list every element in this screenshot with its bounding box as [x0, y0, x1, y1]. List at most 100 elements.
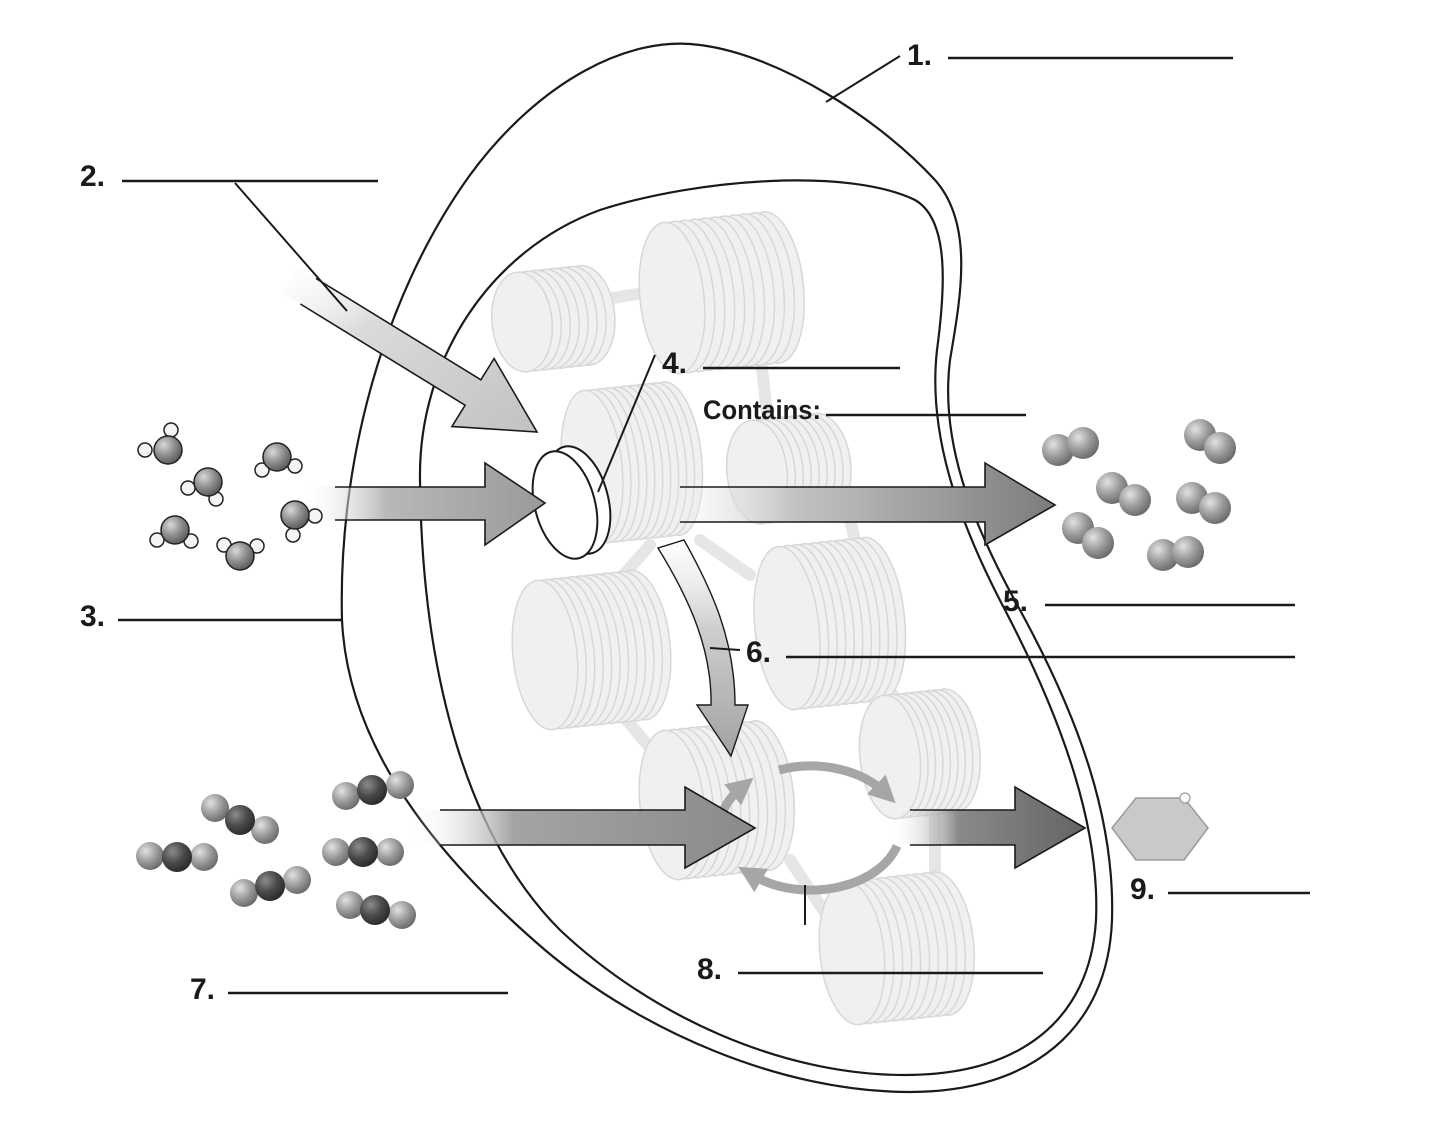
hydrogen-atom — [254, 462, 270, 478]
label-contains: Contains: — [703, 395, 1026, 425]
label-9: 9. — [1130, 873, 1310, 906]
carbon-dioxide-molecule — [136, 842, 218, 872]
label-2: 2. — [80, 160, 378, 193]
water-molecule — [254, 442, 303, 478]
oxygen-molecule — [1176, 482, 1231, 524]
oxygen-atom — [262, 442, 292, 472]
oxygen-atom — [230, 879, 258, 907]
oxygen-molecule — [1184, 419, 1236, 464]
oxygen-atom — [280, 500, 310, 530]
granum-stack — [511, 569, 672, 731]
thylakoid-disk — [531, 445, 612, 560]
oxygen-atom — [193, 467, 223, 497]
label-7-number: 7. — [190, 973, 215, 1006]
oxygen-output-arrow — [650, 461, 1057, 547]
sugar-output-arrow-outline — [910, 785, 1087, 870]
hydrogen-atom — [149, 532, 165, 548]
label-9-number: 9. — [1130, 873, 1155, 906]
oxygen-atom — [388, 901, 416, 929]
carbon-dioxide-molecule — [336, 891, 416, 929]
inner-membrane — [418, 179, 1098, 1077]
carbon-atom — [255, 871, 285, 901]
leader-line-1 — [825, 55, 901, 103]
granum-stack — [858, 688, 981, 820]
oxygen-output-arrow-body — [650, 463, 1055, 545]
oxygen-atom — [1199, 492, 1231, 524]
hydrogen-atom — [137, 442, 153, 458]
oxygen-atom — [136, 842, 164, 870]
label-1: 1. — [907, 39, 1233, 72]
granum-stack — [753, 536, 907, 711]
oxygen-atom — [225, 541, 255, 571]
leader-line-2 — [234, 182, 348, 312]
carbon-atom — [357, 775, 387, 805]
oxygen-atom — [251, 816, 279, 844]
oxygen-atom — [1067, 427, 1099, 459]
cycle-arrow-bottom — [738, 844, 902, 895]
label-4-number: 4. — [662, 347, 687, 380]
oxygen-atom — [1042, 434, 1074, 466]
thylakoid-disk-faint — [638, 221, 706, 375]
carbon-dioxide-molecule — [201, 794, 279, 844]
label-7: 7. — [190, 973, 508, 1006]
hydrogen-atom — [163, 422, 179, 438]
carbon-atom — [348, 837, 378, 867]
oxygen-atom — [190, 843, 218, 871]
water-molecule — [180, 467, 224, 507]
leader-line-6 — [709, 647, 741, 651]
hydrogen-atom — [307, 508, 323, 524]
oxygen-atom — [283, 866, 311, 894]
oxygen-atom — [1082, 527, 1114, 559]
label-6: 6. — [746, 636, 1295, 669]
granum-stack — [638, 211, 806, 375]
sugar-output-arrow-body — [890, 787, 1085, 868]
hydrogen-atom — [180, 480, 196, 496]
hydrogen-atom — [285, 527, 301, 543]
contains-label: Contains: — [703, 395, 821, 425]
label-8-number: 8. — [697, 953, 722, 986]
oxygen-atom — [322, 838, 350, 866]
outer-membrane — [340, 42, 1114, 1094]
granum-stack — [638, 720, 796, 881]
label-4: 4. — [662, 347, 900, 380]
water-molecule — [280, 500, 323, 543]
thylakoid-disk-faint — [511, 579, 579, 731]
granum-stack — [490, 264, 616, 373]
water-molecules — [137, 422, 323, 571]
label-3: 3. — [80, 600, 343, 633]
label-5-number: 5. — [1003, 585, 1028, 618]
cycle-arrow-top — [777, 761, 896, 804]
label-3-number: 3. — [80, 600, 105, 633]
sugar-output-arrow — [890, 785, 1087, 870]
carbon-dioxide-molecule — [322, 837, 404, 867]
sugar-hexagon-shape — [1111, 797, 1209, 861]
oxygen-atom — [1147, 539, 1179, 571]
stroma-lamella — [694, 534, 756, 581]
oxygen-atom — [201, 794, 229, 822]
carbon-atom — [225, 805, 255, 835]
energy-transfer-arrow — [656, 539, 749, 758]
oxygen-atom — [1204, 432, 1236, 464]
oxygen-atom — [1172, 536, 1204, 568]
label-2-number: 2. — [80, 160, 105, 193]
sugar-hexagon — [1111, 792, 1209, 861]
oxygen-molecule — [1096, 472, 1151, 516]
label-5: 5. — [1003, 585, 1295, 618]
sugar-hexagon-dot — [1179, 792, 1191, 804]
carbon-dioxide-molecules — [136, 771, 416, 929]
oxygen-atom — [153, 435, 183, 465]
water-molecule — [137, 422, 183, 465]
oxygen-molecule — [1062, 512, 1114, 559]
oxygen-atom — [160, 515, 190, 545]
label-6-number: 6. — [746, 636, 771, 669]
oxygen-molecule — [1042, 427, 1099, 466]
thylakoid-disk-faint — [753, 545, 821, 711]
water-molecule — [216, 537, 265, 571]
co2-input-arrow-outline — [440, 785, 757, 870]
energy-transfer-arrow-body — [656, 539, 749, 758]
carbon-atom — [360, 895, 390, 925]
oxygen-atom — [376, 838, 404, 866]
oxygen-atom — [1119, 484, 1151, 516]
water-input-arrow-body — [300, 463, 545, 545]
